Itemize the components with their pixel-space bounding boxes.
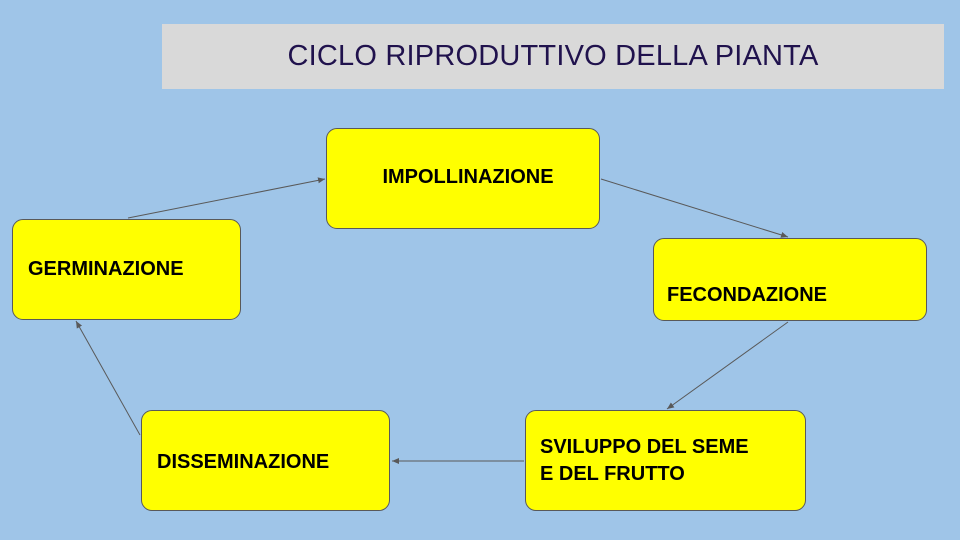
arrow-impollinazione-to-fecondazione bbox=[600, 178, 789, 238]
node-label-disseminazione: DISSEMINAZIONE bbox=[157, 451, 330, 474]
page-title: CICLO RIPRODUTTIVO DELLA PIANTA bbox=[287, 40, 819, 72]
node-label-impollinazione: IMPOLLINAZIONE bbox=[382, 166, 554, 189]
node-germinazione: GERMINAZIONE bbox=[12, 219, 241, 320]
arrow-fecondazione-to-sviluppo bbox=[666, 321, 789, 410]
node-fecondazione: FECONDAZIONE bbox=[653, 238, 927, 321]
arrow-disseminazione-to-germinazione bbox=[75, 320, 141, 436]
node-label-fecondazione: FECONDAZIONE bbox=[667, 283, 827, 306]
title-bar: CICLO RIPRODUTTIVO DELLA PIANTA bbox=[162, 24, 944, 89]
node-label-sviluppo-line1: SVILUPPO DEL SEME bbox=[540, 436, 749, 459]
arrow-germinazione-to-impollinazione bbox=[127, 177, 326, 219]
node-sviluppo: SVILUPPO DEL SEME E DEL FRUTTO bbox=[525, 410, 806, 511]
node-label-germinazione: GERMINAZIONE bbox=[28, 258, 184, 281]
node-label-sviluppo-line2: E DEL FRUTTO bbox=[540, 462, 685, 485]
node-impollinazione: IMPOLLINAZIONE bbox=[326, 128, 600, 229]
node-disseminazione: DISSEMINAZIONE bbox=[141, 410, 390, 511]
